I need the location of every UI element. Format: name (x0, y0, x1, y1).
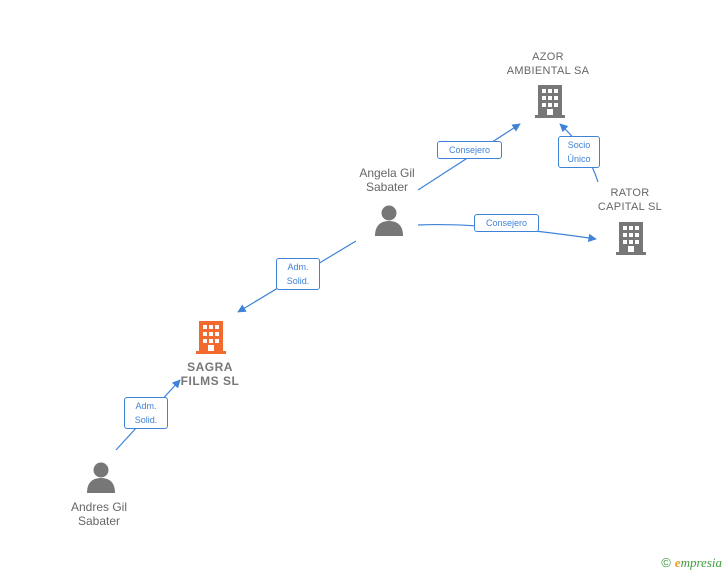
node-label-sagra[interactable]: SAGRA FILMS SL (180, 360, 240, 388)
node-label-rator[interactable]: RATOR CAPITAL SL (597, 187, 663, 213)
brand-name: mpresia (680, 555, 722, 570)
edge-label-angela-rator: Consejero (474, 214, 539, 232)
copyright-icon: © (661, 555, 671, 570)
node-label-andres[interactable]: Andres Gil Sabater (70, 500, 128, 528)
node-label-angela[interactable]: Angela Gil Sabater (359, 166, 415, 194)
person-icon[interactable] (375, 205, 403, 237)
brand-initial: e (674, 555, 681, 570)
brand-logo[interactable]: ©empresia (661, 555, 722, 571)
building-icon[interactable] (535, 85, 565, 118)
edge-label-angela-azor: Consejero (437, 141, 502, 159)
building-icon[interactable] (196, 321, 226, 354)
building-icon[interactable] (616, 222, 646, 255)
edge-label-angela-sagra: Adm. Solid. (276, 258, 320, 290)
edge-label-andres-sagra: Adm. Solid. (124, 397, 168, 429)
edge-label-rator-azor: Socio Único (558, 136, 600, 168)
node-label-azor[interactable]: AZOR AMBIENTAL SA (506, 51, 590, 77)
person-icon[interactable] (87, 462, 115, 494)
